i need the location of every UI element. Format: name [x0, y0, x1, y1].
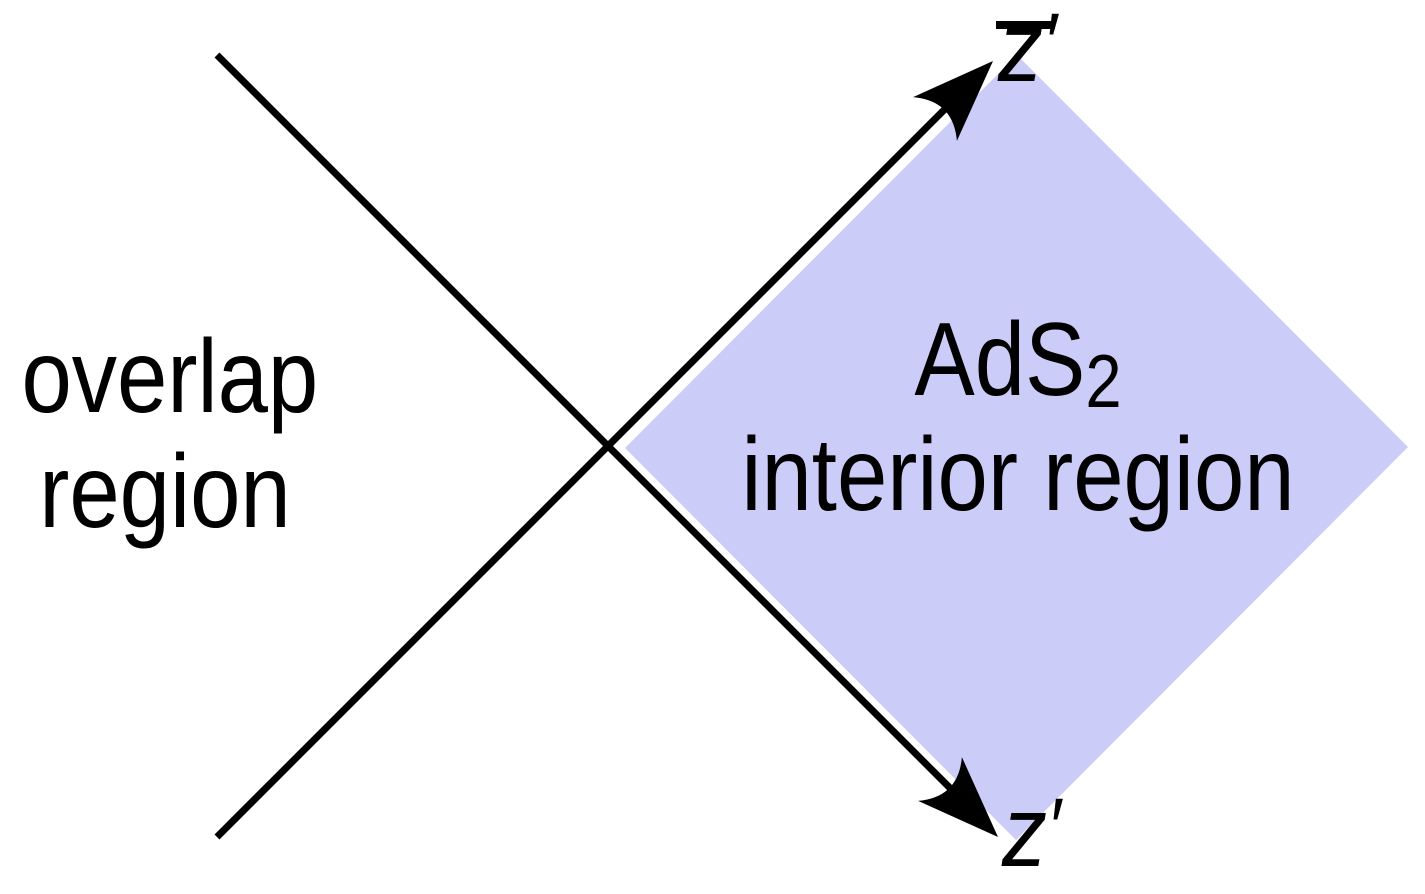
up-right-arrowhead-icon	[913, 61, 993, 141]
overlap-region-label: overlap region	[21, 319, 319, 550]
overlap-region-label-line2: region	[39, 434, 291, 550]
z-letter: z	[1002, 776, 1047, 888]
ads2-interior-label: AdS2 interior region	[676, 303, 1360, 533]
zbar-overline-bar	[996, 21, 1054, 29]
z-prime-mark: ′	[1047, 781, 1061, 873]
down-right-lightcone-line	[214, 52, 956, 794]
ads2-interior-label-line2: interior region	[741, 417, 1295, 533]
zbar-prime-mark: ′	[1043, 0, 1057, 88]
up-right-lightcone-line	[214, 103, 951, 840]
ads2-subscript: 2	[1085, 338, 1122, 423]
down-right-arrowhead-icon	[918, 757, 998, 837]
zbar-prime-axis-label: z′	[998, 0, 1057, 97]
ads2-interior-label-line1: AdS2	[676, 302, 1360, 419]
z-prime-axis-label: z′	[1002, 782, 1061, 882]
zbar-letter: z	[998, 0, 1043, 103]
overlap-region-label-line1: overlap	[21, 319, 319, 435]
ads2-interior-diamond	[625, 55, 1408, 840]
ads2-text: AdS	[914, 302, 1086, 418]
